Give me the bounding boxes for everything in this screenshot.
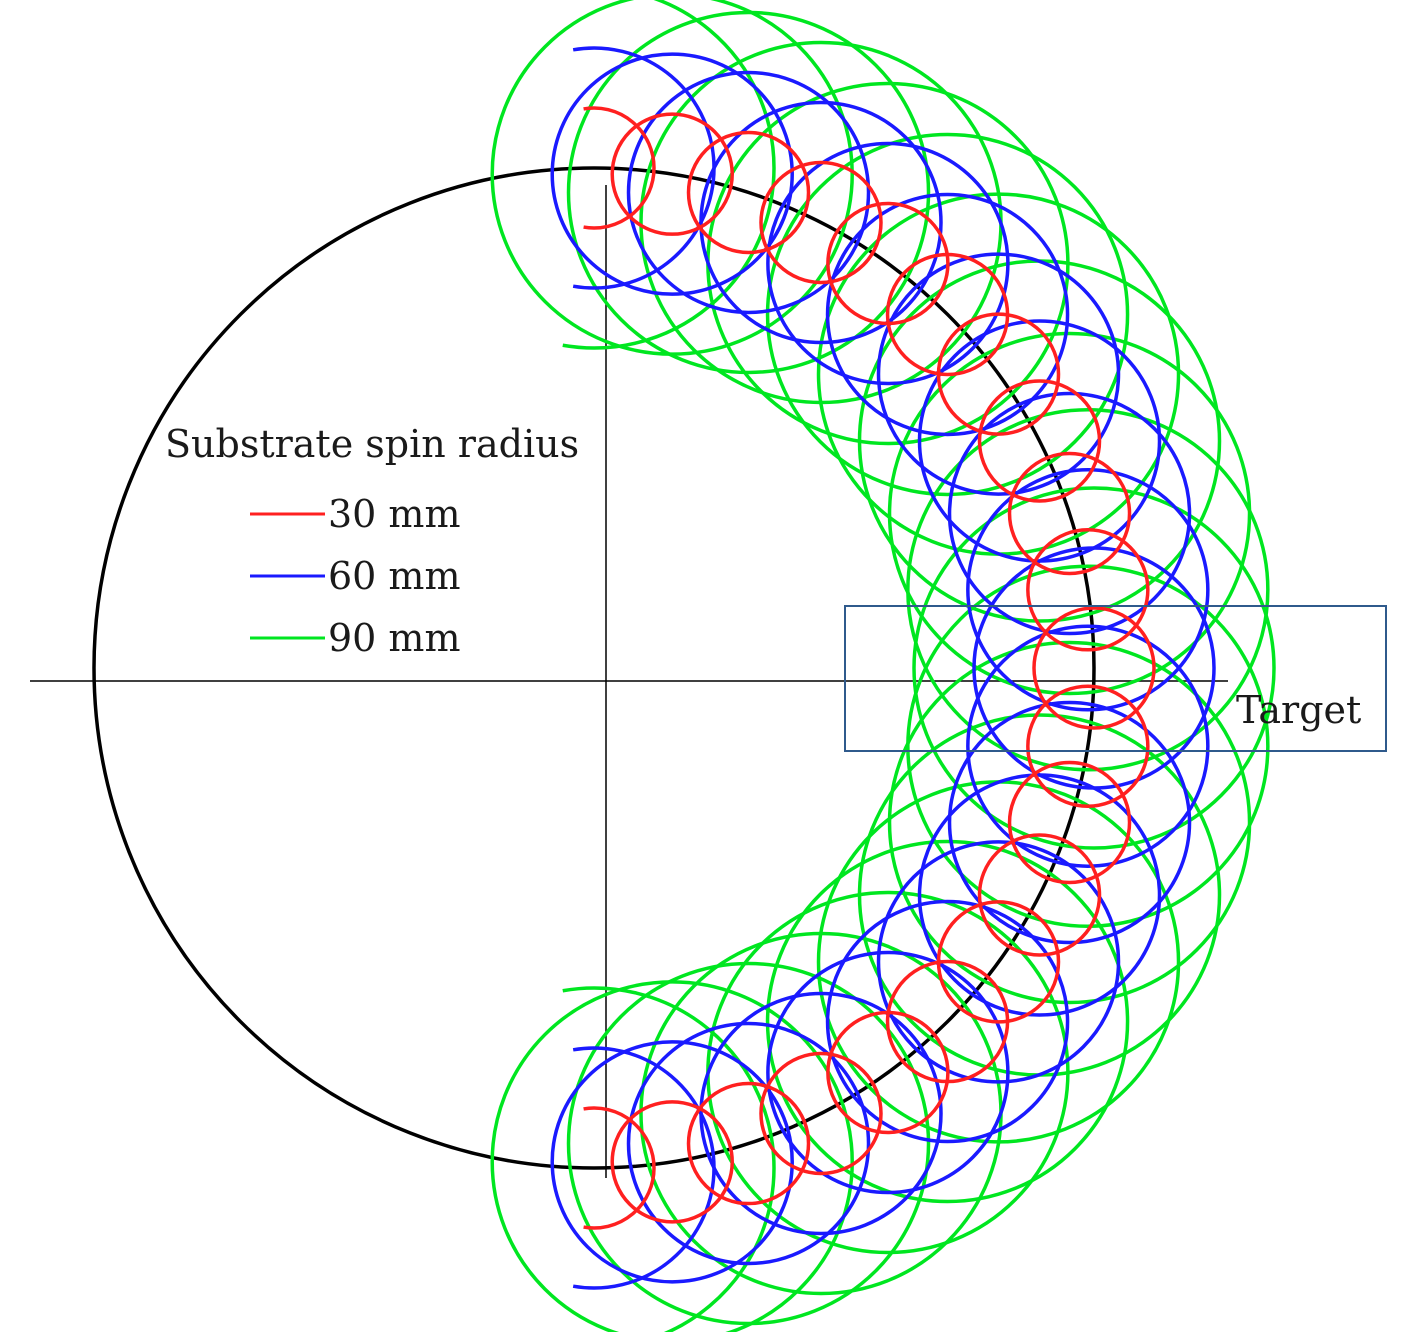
spin-circle-90mm (887, 640, 1252, 1005)
legend-label-90mm: 90 mm (328, 616, 461, 660)
spin-circle-60mm (947, 391, 1192, 636)
spin-circle-30mm (759, 1051, 883, 1176)
spin-circle-60mm (766, 950, 1010, 1195)
spin-circle-90mm (765, 132, 1130, 497)
spin-circle-30mm (686, 130, 811, 255)
spin-circle-60mm (876, 252, 1121, 496)
spin-circle-30mm (826, 1010, 950, 1135)
spin-circle-60mm (966, 468, 1210, 712)
spin-circle-90mm (765, 839, 1130, 1204)
legend-title: Substrate spin radius (165, 422, 579, 466)
spin-circle-90mm (562, 0, 776, 350)
spin-circle-90mm (906, 408, 1270, 772)
spin-circles-group (490, 0, 1276, 1332)
spin-circle-60mm (917, 773, 1162, 1017)
spin-circle-30mm (583, 106, 656, 230)
spin-circle-30mm (1026, 684, 1150, 808)
spin-circle-90mm (562, 986, 776, 1332)
legend-label-60mm: 60 mm (328, 554, 461, 598)
spin-circle-30mm (1032, 606, 1156, 730)
spin-circle-30mm (759, 160, 883, 285)
orbit-circle (92, 166, 1096, 1170)
spin-circle-30mm (583, 1106, 656, 1230)
spin-circle-60mm (766, 141, 1010, 386)
spin-circle-60mm (550, 52, 794, 296)
spin-circle-60mm (626, 1021, 871, 1266)
spin-circle-90mm (566, 10, 931, 375)
spin-circle-30mm (1007, 760, 1132, 885)
spin-circle-60mm (825, 192, 1070, 437)
spin-circle-60mm (876, 840, 1121, 1084)
spin-circle-30mm (686, 1081, 811, 1206)
spin-circle-60mm (825, 899, 1070, 1144)
spin-circle-30mm (610, 1100, 734, 1224)
spin-circle-60mm (966, 624, 1210, 868)
spin-circle-30mm (977, 833, 1102, 957)
spin-circle-30mm (1007, 451, 1132, 576)
spin-circle-60mm (550, 1040, 794, 1284)
spin-circle-60mm (572, 1046, 716, 1290)
spin-circle-60mm (947, 700, 1192, 945)
target-box (844, 605, 1387, 752)
spin-circle-60mm (626, 70, 871, 315)
spin-circle-60mm (699, 100, 943, 345)
spin-circle-30mm (610, 112, 734, 236)
spin-circle-90mm (490, 980, 854, 1332)
legend-label-30mm: 30 mm (328, 492, 461, 536)
spin-circle-90mm (912, 486, 1276, 850)
spin-circle-30mm (936, 312, 1061, 436)
spin-circle-30mm (977, 379, 1102, 503)
spin-circle-30mm (1026, 528, 1150, 652)
target-label: Target (1236, 688, 1361, 732)
